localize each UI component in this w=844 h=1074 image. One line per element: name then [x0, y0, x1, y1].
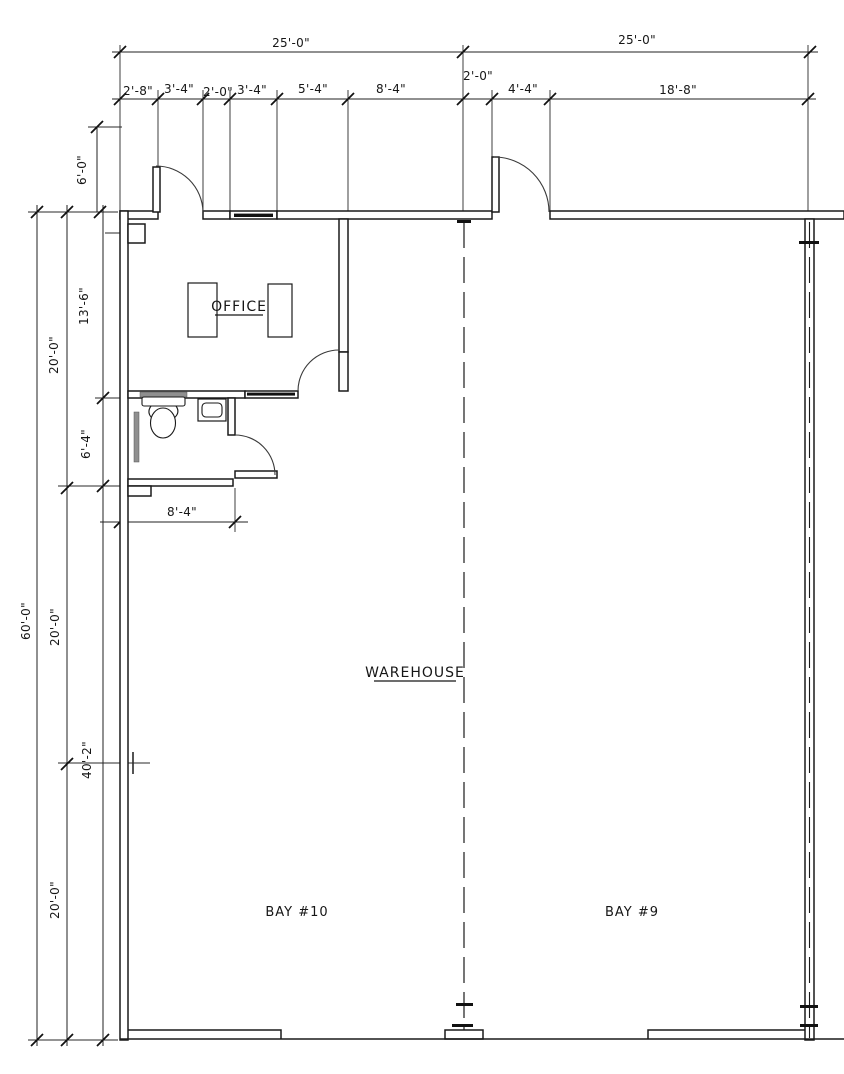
toilet-ledge [139, 391, 188, 398]
window-glazing [234, 213, 295, 396]
dim-total-left: 25'-0" [272, 36, 310, 50]
bay9-door-arc [493, 156, 550, 213]
bay-left-label: BAY #10 [265, 905, 328, 920]
dim-bath-width: 8'-4" [167, 505, 197, 519]
walls [119, 156, 844, 1041]
dim-sub-left-4: 5'-4" [298, 82, 328, 96]
bath-wall-pier [127, 485, 152, 497]
dim-left-6-0: 6'-0" [75, 155, 89, 185]
bath-door-arc [234, 434, 276, 476]
dim-sub-right-2: 18'-8" [659, 83, 697, 97]
office-door-arc [297, 349, 340, 392]
south-wall [120, 1029, 844, 1040]
north-wall-seg-3 [276, 210, 493, 220]
extension-lines [28, 45, 809, 1041]
bay-centerlines [463, 222, 811, 1038]
office-east-wall [338, 218, 349, 353]
bath-east-wall [227, 397, 236, 436]
desk-left [187, 282, 218, 338]
office-label: OFFICE [211, 299, 267, 315]
room-labels: OFFICE WAREHOUSE BAY #10 BAY #9 [211, 299, 659, 920]
office-door-leaf [338, 351, 349, 392]
dim-left-40-2: 40'-2" [80, 741, 94, 779]
grab-bar [133, 411, 140, 463]
north-wall-seg-2 [202, 210, 231, 220]
dimension-ticks [30, 45, 817, 1047]
bathroom-fixtures [133, 391, 227, 463]
toilet-bowl [149, 407, 177, 439]
dim-sub-left-1: 3'-4" [164, 82, 194, 96]
dim-sub-left-2: 2'-0" [203, 85, 233, 99]
bay-right-label: BAY #9 [605, 905, 659, 920]
west-wall [119, 210, 129, 1041]
dim-sub-right-0: 2'-0" [463, 69, 493, 83]
north-window-glass [234, 213, 273, 217]
desk-right [267, 283, 293, 338]
bay9-door-leaf [491, 156, 500, 213]
top-dimension-labels: 25'-0" 25'-0" 2'-8" 3'-4" 2'-0" 3'-4" 5'… [123, 33, 697, 99]
left-dimension-labels: 6'-0" 13'-6" 6'-4" 40'-2" 20'-0" 20'-0" … [19, 155, 94, 919]
toilet-tank [141, 396, 186, 407]
south-center-pier [444, 1029, 484, 1040]
dim-left-13-6: 13'-6" [77, 287, 91, 325]
entry-door-arc [155, 165, 204, 213]
bath-door-leaf [234, 470, 278, 479]
dim-sub-left-5: 8'-4" [376, 82, 406, 96]
dim-sub-left-0: 2'-8" [123, 84, 153, 98]
dim-left-20-a: 20'-0" [47, 336, 61, 374]
entry-door-leaf [152, 166, 161, 213]
dim-sub-left-3: 3'-4" [237, 83, 267, 97]
door-arcs [155, 156, 550, 476]
dim-left-6-4: 6'-4" [79, 429, 93, 459]
dim-total-right: 25'-0" [618, 33, 656, 47]
dim-left-60-0: 60'-0" [19, 602, 33, 640]
office-desks [187, 282, 293, 338]
dim-left-20-c: 20'-0" [48, 881, 62, 919]
north-wall-seg-4 [549, 210, 844, 220]
corner-pilaster [127, 223, 146, 244]
centerline-ticks [452, 220, 819, 1027]
dim-sub-right-1: 4'-4" [508, 82, 538, 96]
warehouse-label: WAREHOUSE [365, 665, 465, 681]
south-window-glass [247, 392, 295, 396]
sink-basin [201, 402, 223, 418]
bath-south-wall [127, 478, 234, 487]
dim-left-20-b: 20'-0" [48, 608, 62, 646]
